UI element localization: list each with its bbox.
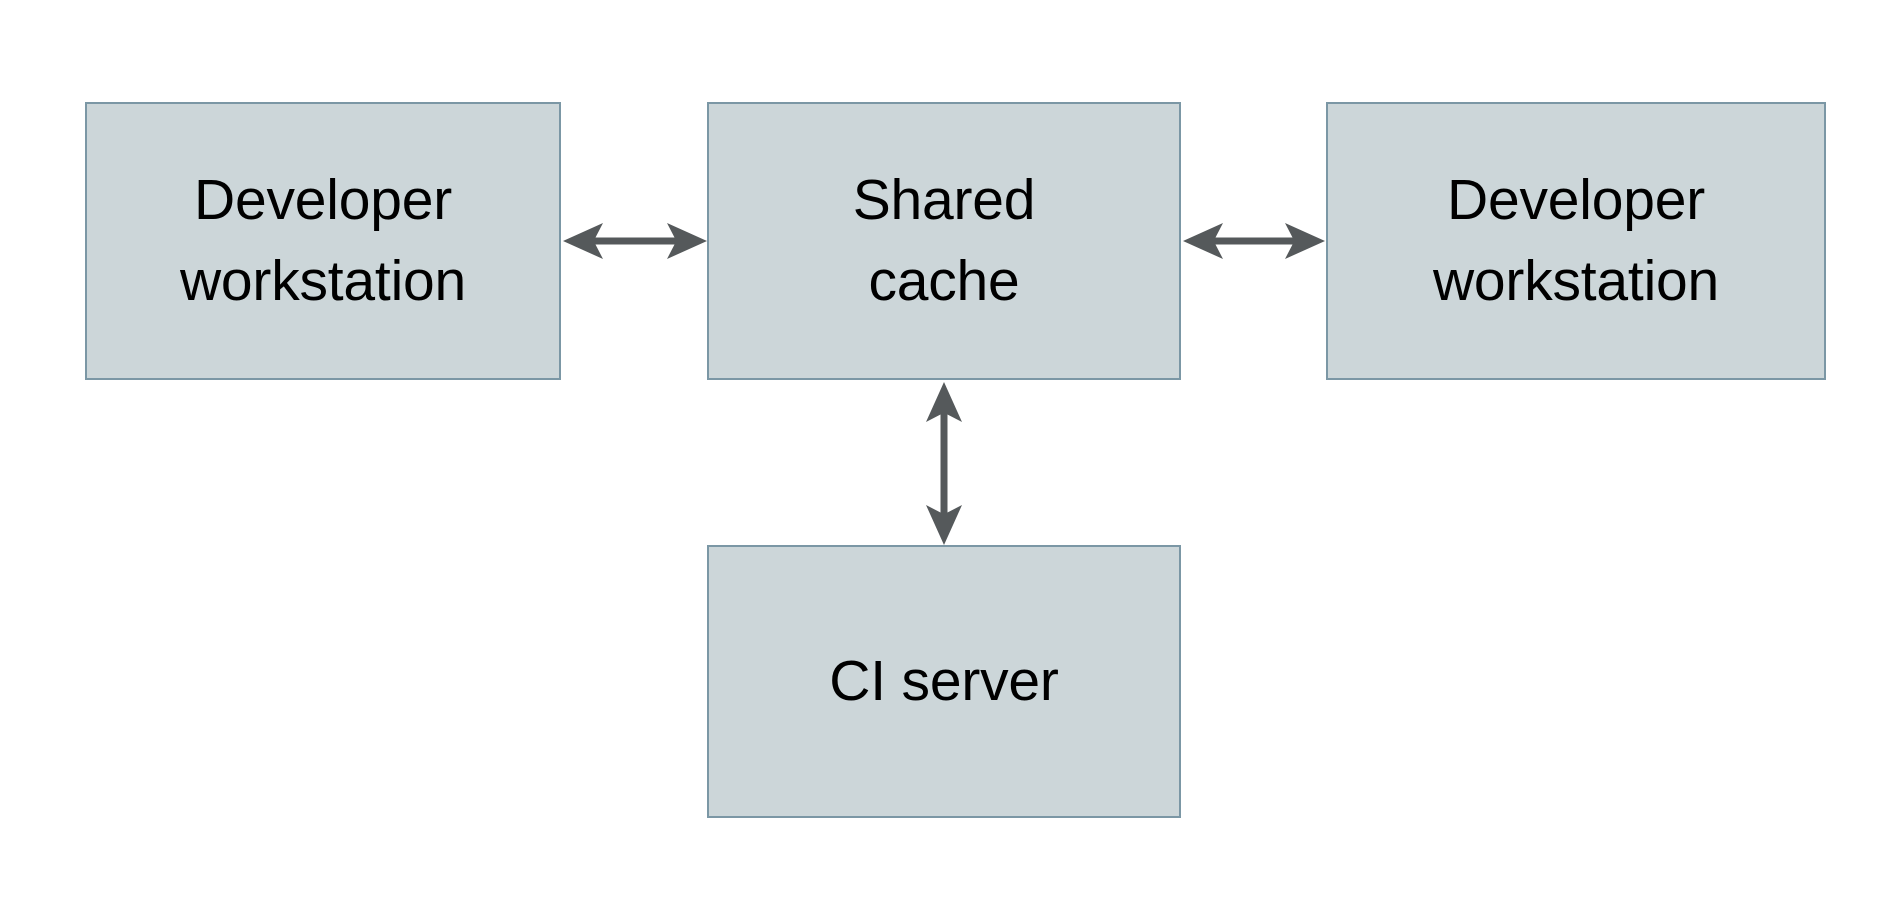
double-arrow-vertical-icon [926,382,962,545]
double-arrow-horizontal-icon [1183,223,1325,259]
node-label: Developer workstation [179,168,467,313]
node-label: Developer workstation [1432,168,1720,313]
node-developer-workstation-left[interactable]: Developer workstation [85,102,561,380]
node-shared-cache[interactable]: Shared cache [707,102,1181,380]
node-ci-server[interactable]: CI server [707,545,1181,818]
double-arrow-horizontal-icon [563,223,707,259]
node-developer-workstation-right[interactable]: Developer workstation [1326,102,1826,380]
node-label: Shared cache [852,168,1036,313]
edge-left-workstation-to-shared-cache [563,212,707,270]
edge-shared-cache-to-ci-server [915,382,973,545]
edge-shared-cache-to-right-workstation [1183,212,1325,270]
node-label: CI server [829,649,1059,714]
